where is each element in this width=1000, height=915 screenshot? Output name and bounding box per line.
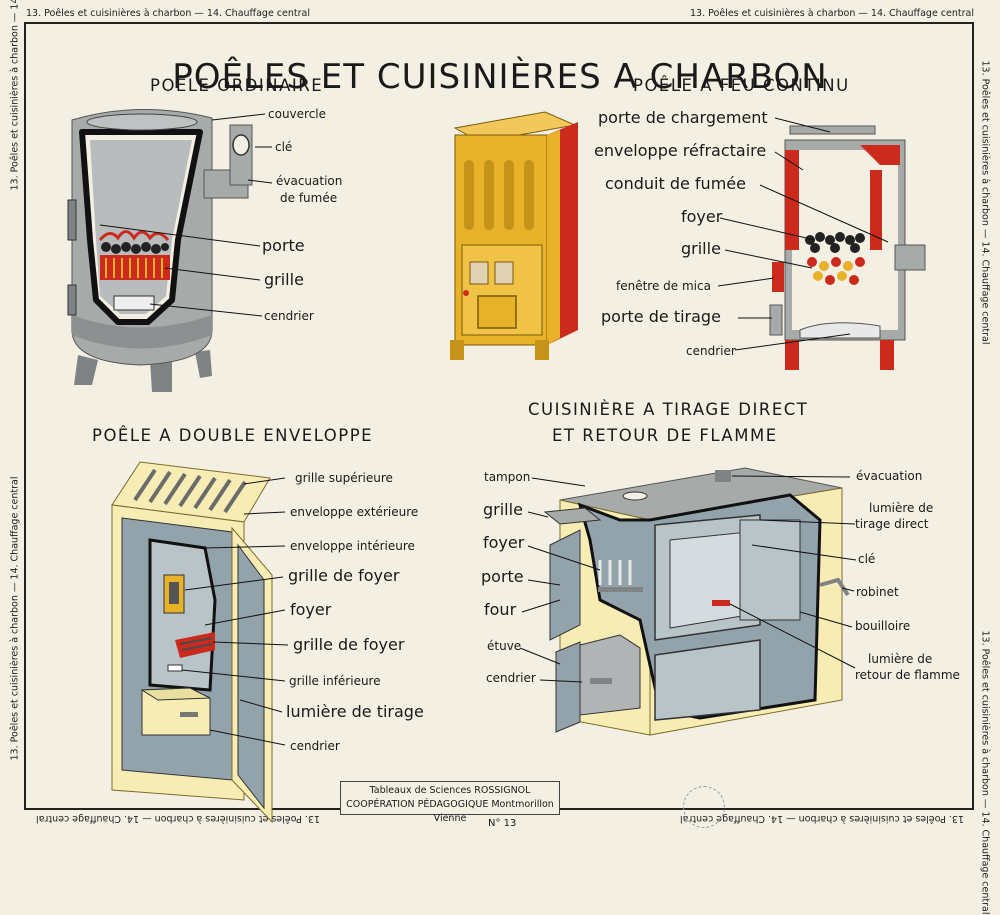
label-cle: clé (275, 140, 293, 154)
section-title-continuous: POÊLE A FEU CONTINU (633, 76, 850, 95)
label-grille: grille (264, 270, 304, 289)
label-conduit-de-fumee: conduit de fumée (605, 174, 746, 193)
label-grille: grille (483, 500, 523, 519)
label-cendrier: cendrier (290, 739, 340, 753)
label-porte: porte (481, 567, 524, 586)
diagram-artwork (67, 109, 926, 824)
label-lumiere-de: lumière de (868, 652, 933, 666)
label-tirage-direct: tirage direct (855, 517, 929, 531)
label-fenetre-de-mica: fenêtre de mica (616, 279, 711, 293)
label-retour-de-flamme: retour de flamme (855, 668, 960, 682)
label-foyer: foyer (290, 600, 332, 619)
section-title-ordinary: POÊLE ORDINAIRE (150, 76, 324, 95)
label-porte: porte (262, 236, 305, 255)
label-robinet: robinet (856, 585, 899, 599)
label-couvercle: couvercle (268, 107, 327, 121)
label-de-fumee: de fumée (280, 191, 338, 205)
label-cendrier: cendrier (686, 344, 736, 358)
label-evacuation: évacuation (276, 174, 343, 188)
label-grille-inferieure: grille inférieure (289, 674, 381, 688)
label-porte-de-chargement: porte de chargement (598, 108, 768, 127)
section-title-double: POÊLE A DOUBLE ENVELOPPE (92, 426, 374, 445)
section-title-cooker-line2: ET RETOUR DE FLAMME (552, 426, 778, 445)
ordinary-stove-illustration (67, 109, 273, 392)
label-enveloppe-refractaire: enveloppe réfractaire (594, 141, 767, 160)
continuous-stove-exterior-illustration (450, 111, 578, 360)
label-evacuation: évacuation (856, 469, 923, 483)
label-grille-de-foyer: grille de foyer (288, 566, 400, 585)
edge-text-top-left: 13. Poêles et cuisinières à charbon — 14… (26, 8, 310, 19)
label-bouilloire: bouilloire (855, 619, 911, 633)
label-cle: clé (858, 552, 876, 566)
label-foyer: foyer (483, 533, 525, 552)
label-porte-de-tirage: porte de tirage (601, 307, 721, 326)
double-envelope-stove-illustration (111, 461, 289, 824)
label-grille-superieure: grille supérieure (295, 471, 393, 485)
label-grille: grille (681, 239, 721, 258)
continuous-stove-section-illustration (717, 117, 926, 370)
library-stamp (683, 786, 725, 828)
label-enveloppe-exterieure: enveloppe extérieure (290, 505, 419, 519)
label-four: four (484, 600, 517, 619)
publisher-line1: Tableaux de Sciences ROSSIGNOL (369, 785, 531, 796)
edge-text-top-right: 13. Poêles et cuisinières à charbon — 14… (690, 8, 974, 19)
publisher-box: Tableaux de Sciences ROSSIGNOL COOPÉRATI… (340, 781, 560, 824)
label-lumiere-de-tirage: lumière de tirage (286, 702, 424, 721)
cooker-illustration (519, 467, 857, 736)
poster-title: POÊLES ET CUISINIÈRES A CHARBON (172, 56, 828, 97)
label-lumiere-de: lumière de (869, 501, 934, 515)
label-grille-de-foyer: grille de foyer (293, 635, 405, 654)
section-title-cooker-line1: CUISINIÈRE A TIRAGE DIRECT (528, 400, 809, 419)
label-cendrier: cendrier (264, 309, 314, 323)
label-foyer: foyer (681, 207, 723, 226)
label-etuve: étuve (487, 639, 522, 653)
label-tampon: tampon (484, 470, 531, 484)
label-enveloppe-interieure: enveloppe intérieure (290, 539, 415, 553)
publisher-line2: COOPÉRATION PÉDAGOGIQUE Montmorillon Vie… (346, 799, 554, 824)
label-cendrier: cendrier (486, 671, 536, 685)
plate-number: N° 13 (488, 818, 517, 829)
